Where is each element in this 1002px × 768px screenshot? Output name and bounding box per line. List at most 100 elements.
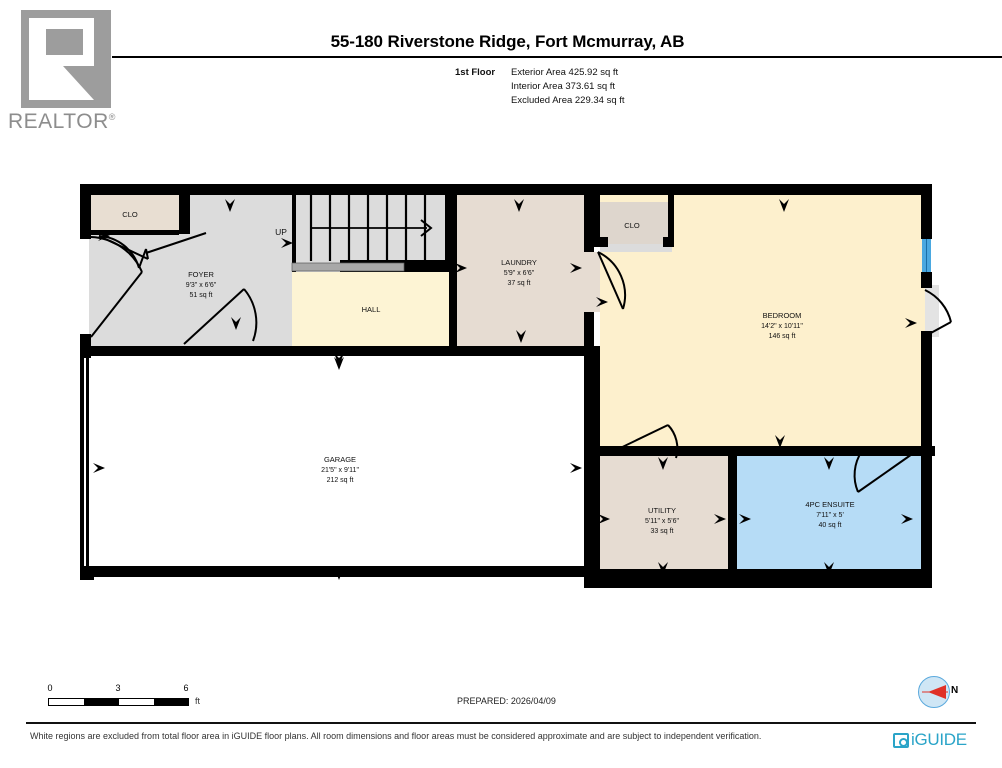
wall-exterior-bottom-right (584, 577, 932, 588)
iguide-logo: iGUIDE (893, 729, 967, 751)
realtor-logo: REALTOR® (8, 8, 126, 136)
room-label-utility: UTILITY (648, 506, 676, 515)
door-reveal-right-entry (925, 285, 939, 337)
door-reveal-bedroom-closet (600, 244, 672, 252)
door-bedroom-utility (611, 424, 679, 459)
realtor-r-mark (21, 10, 111, 108)
wall-closet-bedroom-jamb-right (663, 237, 674, 247)
header-divider (112, 56, 1002, 58)
iguide-camera-icon (893, 732, 909, 748)
footer-divider (26, 722, 976, 724)
wall-exterior-left-upper (80, 184, 91, 239)
wall-exterior-bottom-garage (80, 566, 590, 577)
wall-ensuite-bottom (728, 569, 932, 579)
door-laundry-bedroom (597, 251, 626, 310)
wall-closet-bedroom-right (668, 194, 674, 244)
wall-exterior-right-upper (921, 184, 932, 239)
door-reveal-laundry-bedroom (584, 252, 600, 312)
room-fill-ensuite (737, 455, 925, 577)
room-label-closet-foyer: CLO (122, 210, 138, 219)
scale-bar: 0 3 6 ft (47, 683, 200, 715)
wall-laundry-right (584, 194, 594, 252)
wall-exterior-bottom-garage-corner (80, 566, 94, 580)
scale-tick-3: 3 (115, 683, 121, 693)
wall-bedroom-left-lower (594, 346, 600, 455)
wall-interior-foyer-garage (80, 346, 584, 356)
registered-mark: ® (108, 112, 116, 122)
exterior-area-text: Exterior Area 425.92 sq ft (511, 67, 619, 78)
room-dims-bedroom: 14'2" x 10'11" (761, 323, 803, 330)
wall-exterior-right-mid (921, 331, 932, 461)
room-area-garage: 212 sq ft (327, 477, 354, 484)
wall-bedroom-bottom-jamb-b (722, 446, 740, 456)
realtor-wordmark: REALTOR® (8, 110, 126, 134)
room-fill-hall (292, 272, 449, 346)
room-dims-utility: 5'11" x 5'6" (645, 518, 679, 525)
room-label-laundry: LAUNDRY (501, 258, 537, 267)
room-label-bedroom: BEDROOM (763, 311, 802, 320)
room-label-hall: HALL (362, 305, 381, 314)
wall-bedroom-bottom (594, 446, 935, 456)
scale-tick-6: 6 (183, 683, 189, 693)
realtor-wordmark-text: REALTOR (8, 110, 109, 133)
room-dims-laundry: 5'9" x 6'6" (504, 270, 535, 277)
wall-utility-left (594, 455, 600, 583)
wall-corner-bedroom-bottom-right (921, 446, 932, 458)
floor-summary-row-1: 1st Floor Exterior Area 425.92 sq ft (455, 66, 625, 80)
wall-utility-bottom (594, 569, 737, 579)
door-reveal-foyer-closet (89, 234, 101, 264)
room-dims-foyer: 9'3" x 6'6" (186, 282, 217, 289)
room-label-closet-bedroom: CLO (624, 221, 640, 230)
floor-summary-row-3: Excluded Area 229.34 sq ft (511, 94, 625, 108)
wall-closet-foyer-bottom (89, 230, 179, 235)
room-labels: CLO FOYER 9'3" x 6'6" 51 sq ft HALL LAUN… (122, 210, 854, 535)
room-fill-garage (89, 355, 584, 577)
interior-area-text: Interior Area 373.61 sq ft (511, 81, 616, 92)
door-bedroom-exterior-right (924, 289, 952, 335)
wall-bedroom-left-upper (594, 194, 600, 244)
room-fill-utility (600, 455, 728, 577)
staircase (291, 194, 433, 272)
excluded-area-text: Excluded Area 229.34 sq ft (511, 95, 625, 106)
view-markers (93, 199, 917, 580)
room-dims-ensuite: 7'11" x 5' (816, 512, 844, 519)
room-fill-closet-bedroom (600, 202, 672, 244)
room-fill-stairs (292, 194, 449, 272)
wall-garage-left-outer (80, 355, 84, 577)
wall-exterior-top (80, 184, 932, 195)
room-area-ensuite: 40 sq ft (819, 522, 842, 529)
door-foyer-closet-leaf (145, 232, 207, 254)
room-dims-garage: 21'5" x 9'11" (321, 467, 359, 474)
disclaimer-text: White regions are excluded from total fl… (30, 731, 762, 741)
stair-direction-label: UP (275, 227, 287, 237)
room-area-laundry: 37 sq ft (508, 280, 531, 287)
room-area-utility: 33 sq ft (651, 528, 674, 535)
scale-unit-label: ft (195, 696, 201, 706)
room-fill-closet-foyer (89, 194, 179, 234)
room-fill-laundry (457, 194, 584, 346)
compass-needle-icon (922, 685, 948, 699)
door-bedroom-ensuite (853, 450, 916, 493)
page-title: 55-180 Riverstone Ridge, Fort Mcmurray, … (330, 32, 685, 51)
room-label-ensuite: 4PC ENSUITE (805, 500, 854, 509)
wall-garage-left-inner (86, 355, 89, 577)
floor-summary-row-2: Interior Area 373.61 sq ft (511, 80, 625, 94)
wall-bedroom-bottom-jamb-a (594, 446, 614, 456)
wall-stairs-right (445, 194, 457, 272)
prepared-date: PREPARED: 2026/04/09 (457, 696, 556, 706)
scale-tick-0: 0 (47, 683, 53, 693)
wall-exterior-right-window-cap (921, 272, 932, 288)
floor-label: 1st Floor (455, 67, 496, 78)
floor-summary: 1st Floor Exterior Area 425.92 sq ft Inte… (455, 66, 625, 108)
room-label-garage: GARAGE (324, 455, 356, 464)
wall-laundry-right-lower (584, 312, 594, 346)
room-area-foyer: 51 sq ft (190, 292, 213, 299)
room-label-foyer: FOYER (188, 270, 214, 279)
scale-bar-graphic (48, 698, 189, 706)
iguide-wordmark: iGUIDE (911, 730, 967, 749)
wall-exterior-right-lower (921, 455, 932, 583)
wall-utility-ensuite (728, 455, 737, 583)
room-area-bedroom: 146 sq ft (769, 333, 796, 340)
wall-laundry-left (449, 272, 457, 346)
